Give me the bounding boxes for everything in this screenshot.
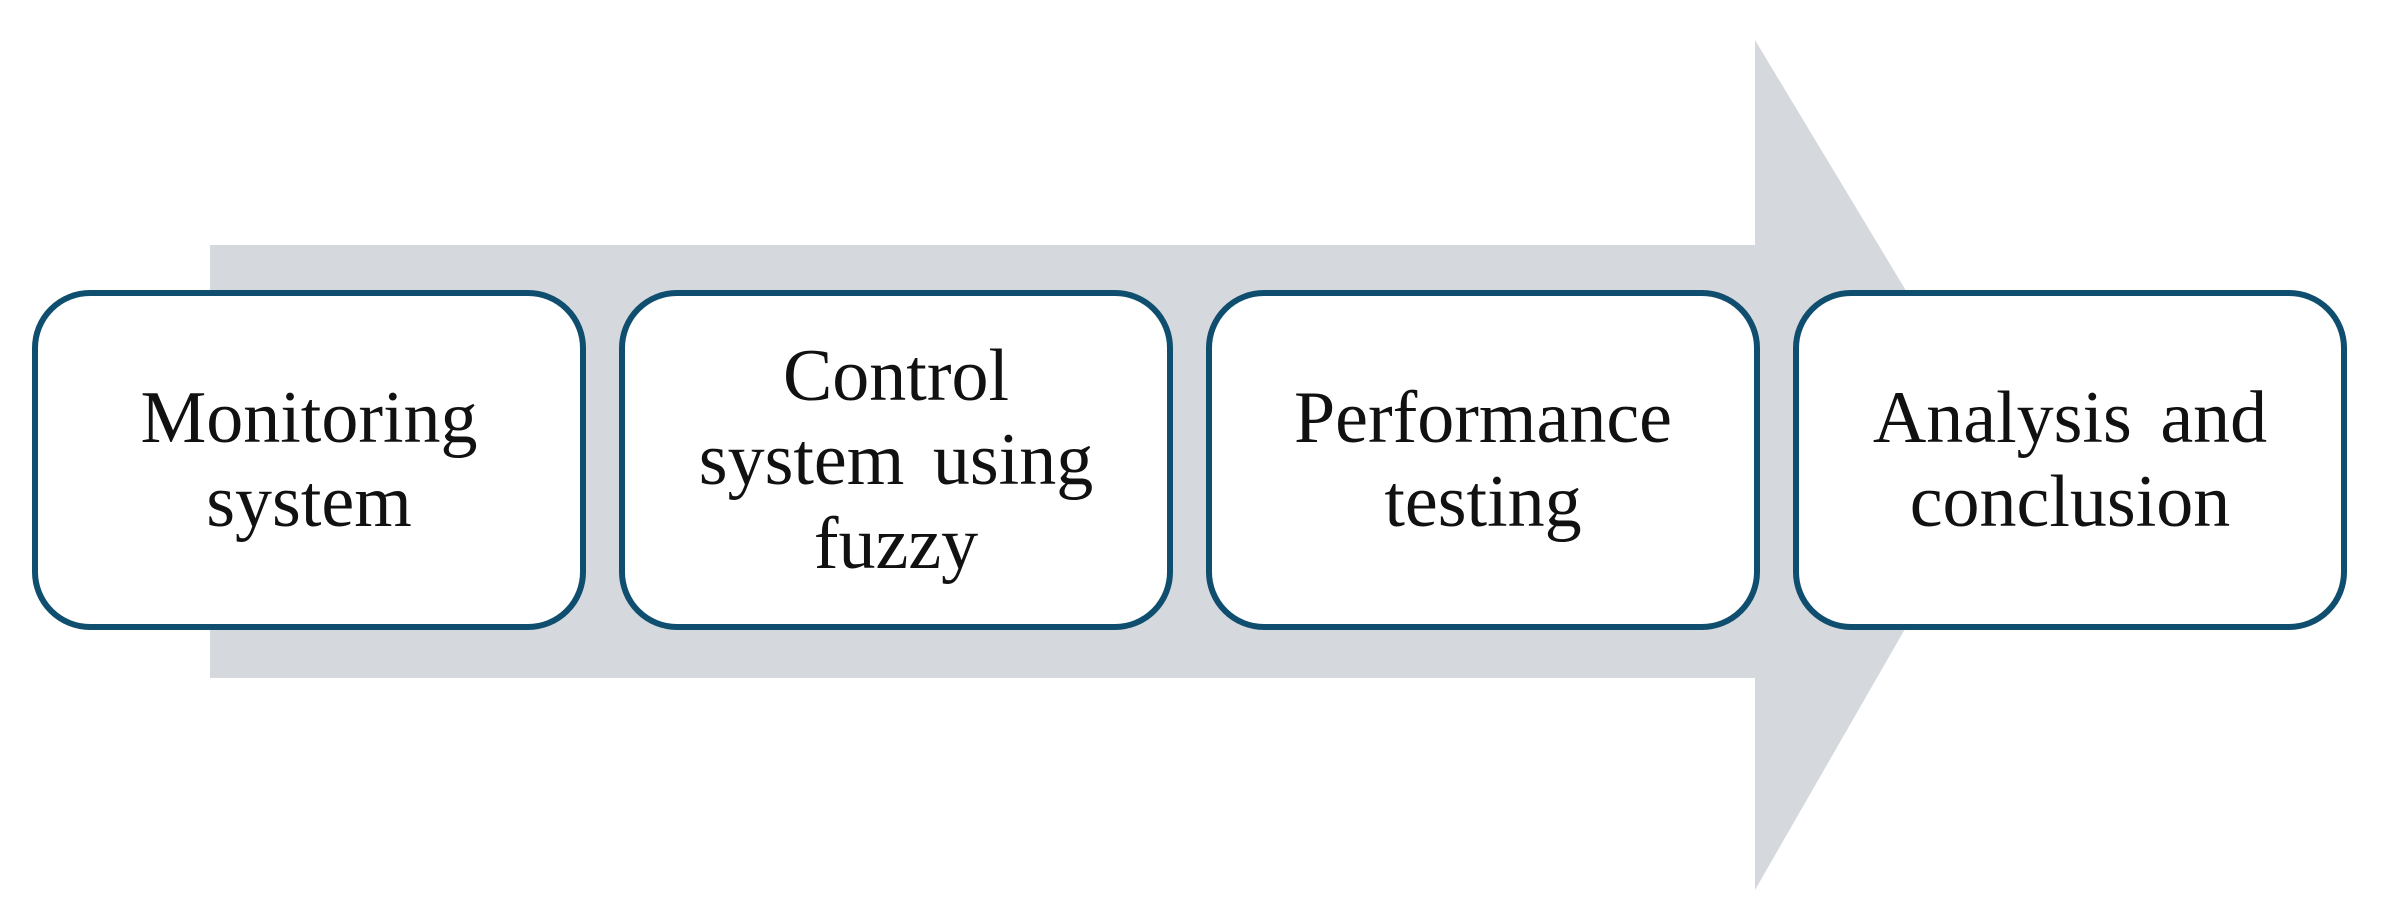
step-box-analysis-conclusion: Analysis and conclusion — [1793, 290, 2347, 630]
step-label: Analysis and conclusion — [1872, 377, 2268, 543]
step-label: Monitoring system — [140, 377, 478, 543]
step-label: Control system using fuzzy — [698, 335, 1094, 585]
step-box-monitoring-system: Monitoring system — [32, 290, 586, 630]
step-box-control-system: Control system using fuzzy — [619, 290, 1173, 630]
step-box-performance-testing: Performance testing — [1206, 290, 1760, 630]
step-label: Performance testing — [1293, 377, 1673, 543]
